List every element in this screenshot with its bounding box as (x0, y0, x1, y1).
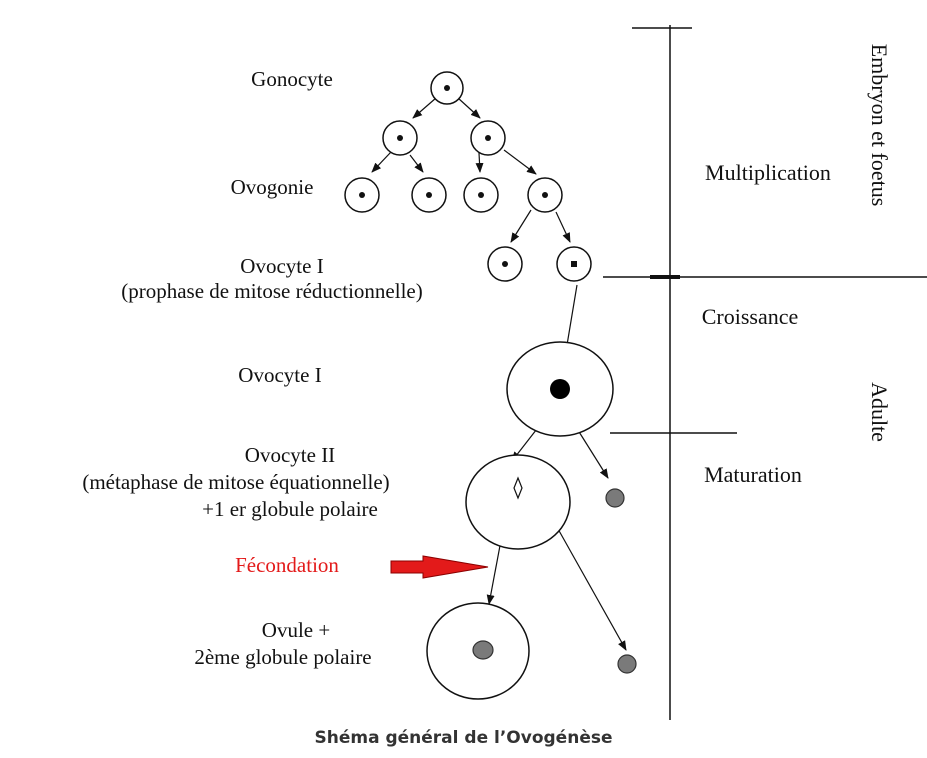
period-embryon-foetus: Embryon et foetus (867, 44, 892, 207)
phase-maturation: Maturation (704, 462, 802, 487)
polar-body-first (605, 488, 625, 508)
label-gonocyte: Gonocyte (251, 67, 333, 91)
cell-ovocyte1-small (556, 246, 592, 282)
cell-division-left (382, 120, 418, 156)
division-arrows (371, 97, 627, 651)
cell-ovogonie (344, 177, 380, 213)
label-ovocyte1-a-sub: (prophase de mitose réductionnelle) (121, 279, 422, 303)
figure-caption: Shéma général de l’Ovogénèse (314, 728, 613, 748)
label-ovogonie: Ovogonie (231, 175, 314, 199)
fecondation-arrow-icon (390, 555, 489, 579)
cell-gonocyte (430, 71, 464, 105)
cell-ovocyte2 (465, 454, 571, 550)
cell-ovocyte1-small (487, 246, 523, 282)
phase-croissance: Croissance (702, 304, 799, 329)
label-ovocyte1-b: Ovocyte I (238, 363, 321, 387)
label-ovocyte2-sub2: +1 er globule polaire (202, 497, 378, 521)
label-ovocyte2: Ovocyte II (245, 443, 335, 467)
label-fecondation: Fécondation (235, 553, 339, 577)
label-ovocyte1-a: Ovocyte I (240, 254, 323, 278)
label-ovule-sub: 2ème globule polaire (194, 645, 371, 669)
cell-ovule (426, 602, 530, 700)
polar-body-second (617, 654, 637, 674)
phase-multiplication: Multiplication (705, 160, 831, 185)
period-adulte: Adulte (867, 382, 892, 442)
label-ovule: Ovule + (262, 618, 330, 642)
cell-ovogonie (527, 177, 563, 213)
cell-ovogonie (411, 177, 447, 213)
cell-division-right (470, 120, 506, 156)
cell-ovogonie (463, 177, 499, 213)
cell-ovocyte1-large (506, 341, 614, 437)
label-ovocyte2-sub1: (métaphase de mitose équationnelle) (82, 470, 389, 494)
